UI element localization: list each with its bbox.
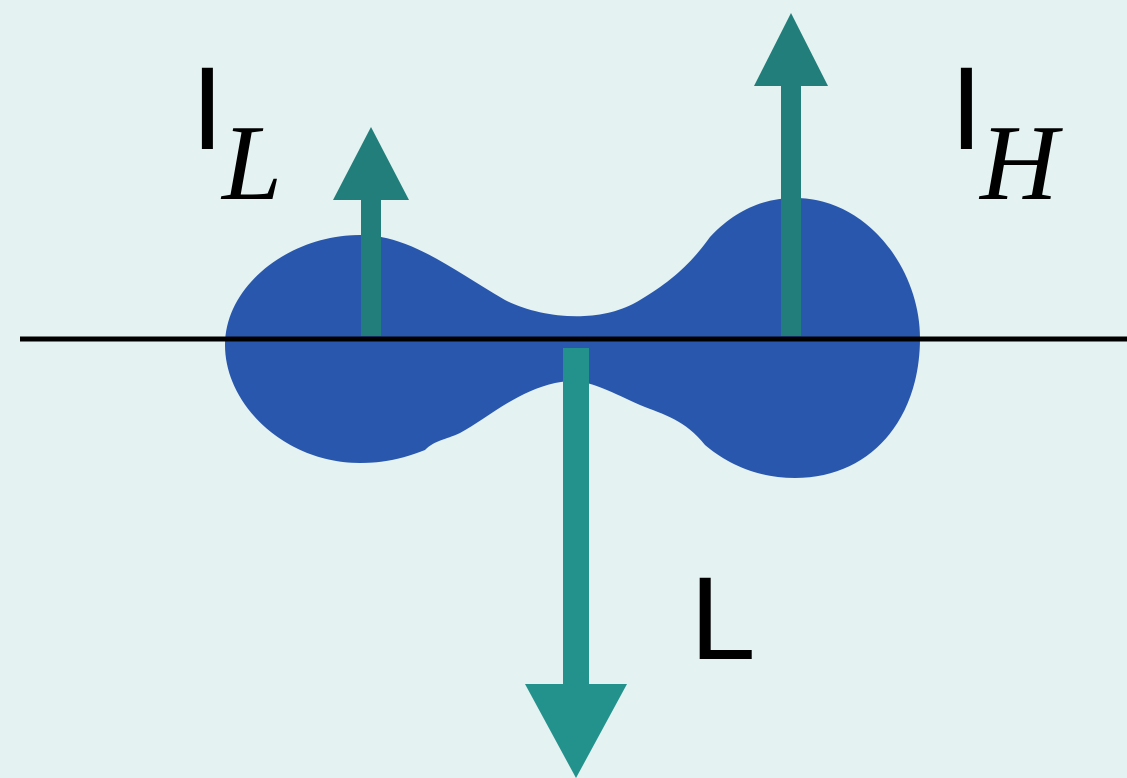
- label-i-l-main: I: [191, 43, 224, 175]
- label-i-l-subscript: L: [222, 104, 283, 223]
- label-i-h-main: I: [950, 43, 983, 175]
- arrow-up-right-icon: [754, 13, 828, 336]
- label-i-h-subscript: H: [980, 104, 1058, 223]
- arrow-down-icon: [525, 348, 627, 778]
- label-l: L: [690, 553, 756, 685]
- arrow-up-left-icon: [333, 127, 409, 336]
